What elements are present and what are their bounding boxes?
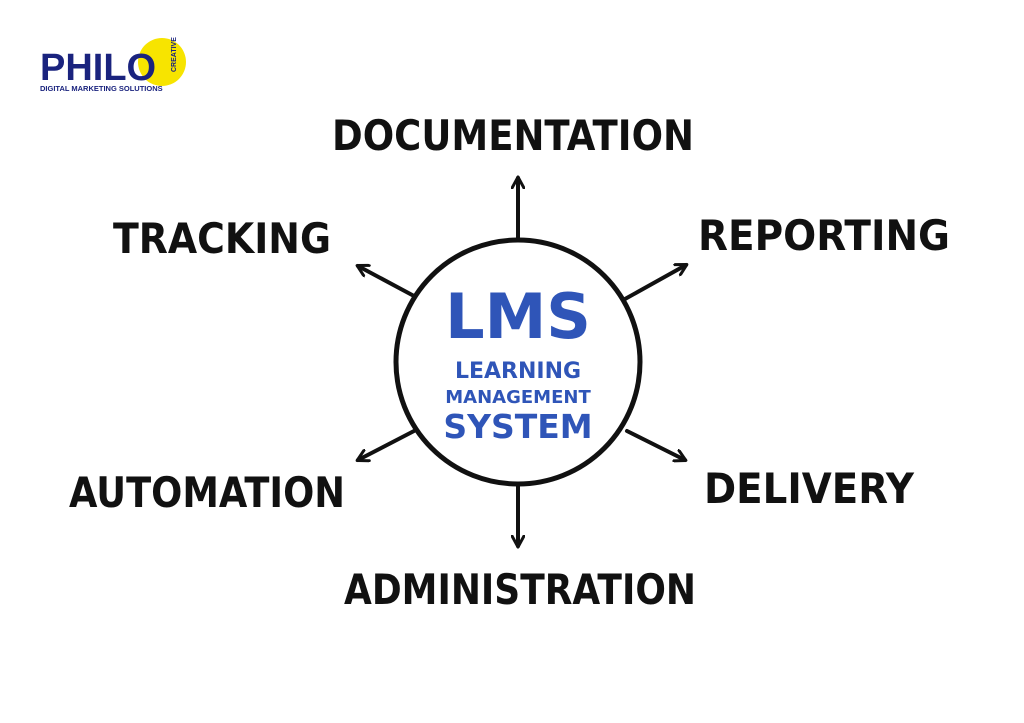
center-subtitle-line-1: LEARNING [455, 359, 581, 384]
node-tracking: TRACKING [113, 214, 331, 263]
node-documentation: DOCUMENTATION [332, 111, 694, 160]
center-title: LMS [445, 280, 591, 353]
arrow-reporting [623, 263, 686, 301]
arrow-automation [358, 429, 416, 460]
logo-tagline: DIGITAL MARKETING SOLUTIONS [40, 84, 163, 93]
node-automation: AUTOMATION [69, 468, 345, 517]
node-reporting: REPORTING [698, 211, 950, 260]
brand-logo: PHILO CREATIVE DIGITAL MARKETING SOLUTIO… [40, 37, 186, 93]
logo-badge-text: CREATIVE [171, 37, 178, 72]
arrow-tracking [358, 266, 416, 298]
logo-word: PHILO [40, 47, 156, 89]
center-subtitle-line-3: SYSTEM [443, 407, 592, 446]
logo-badge-circle [138, 38, 186, 86]
node-administration: ADMINISTRATION [344, 565, 696, 614]
node-delivery: DELIVERY [704, 464, 915, 513]
center-subtitle-line-2: MANAGEMENT [445, 387, 591, 408]
arrow-delivery [625, 429, 685, 460]
